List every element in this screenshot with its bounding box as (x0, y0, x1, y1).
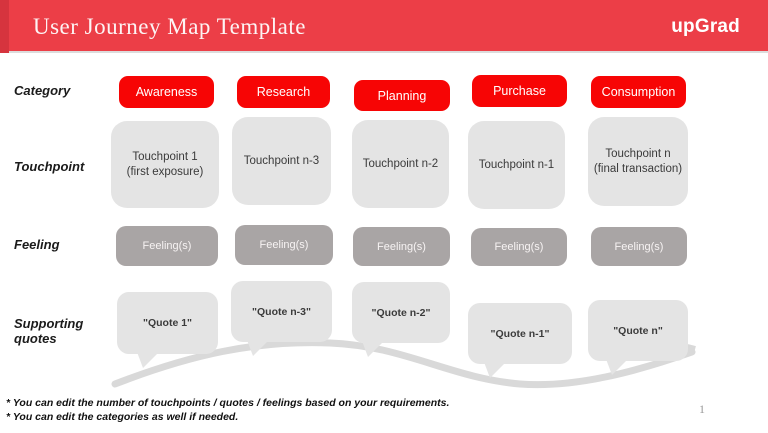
touchpoint-box-5[interactable]: Touchpoint n (final transaction) (588, 117, 688, 206)
touchpoint-text: Touchpoint 1 (132, 150, 198, 163)
feeling-box-3[interactable]: Feeling(s) (353, 227, 450, 266)
touchpoint-box-3[interactable]: Touchpoint n-2 (352, 120, 449, 208)
row-label-touchpoint: Touchpoint (14, 159, 85, 174)
row-label-supporting-quotes: Supporting quotes (14, 316, 84, 346)
speech-tail-icon (606, 359, 628, 375)
touchpoint-box-4[interactable]: Touchpoint n-1 (468, 121, 565, 209)
quote-text: "Quote n-3" (252, 305, 311, 318)
upgrad-logo: upGrad (671, 15, 740, 37)
page-title: User Journey Map Template (33, 13, 306, 39)
speech-tail-icon (137, 352, 159, 368)
footer-note-2: * You can edit the categories as well if… (6, 411, 239, 423)
touchpoint-text: Touchpoint n-3 (243, 154, 320, 167)
category-button-awareness[interactable]: Awareness (119, 76, 214, 108)
quote-bubble-4[interactable]: "Quote n-1" (468, 303, 572, 378)
quote-text: "Quote 1" (142, 317, 193, 329)
touchpoint-box-2[interactable]: Touchpoint n-3 (232, 117, 331, 205)
quote-bubble-2[interactable]: "Quote n-3" (231, 281, 332, 356)
touchpoint-text: Touchpoint n-1 (478, 158, 555, 171)
quote-text: "Quote n-1" (490, 327, 550, 340)
feeling-box-1[interactable]: Feeling(s) (116, 226, 218, 266)
feeling-box-2[interactable]: Feeling(s) (235, 225, 333, 265)
feeling-box-4[interactable]: Feeling(s) (471, 228, 567, 266)
touchpoint-subtext: (first exposure) (126, 165, 204, 178)
touchpoint-text: Touchpoint n-2 (362, 157, 439, 170)
header-accent-strip (0, 0, 9, 53)
category-button-purchase[interactable]: Purchase (472, 75, 567, 107)
quote-bubble-5[interactable]: "Quote n" (588, 300, 688, 375)
row-label-category: Category (14, 83, 71, 98)
header-bar: User Journey Map Template upGrad (0, 0, 768, 53)
category-button-consumption[interactable]: Consumption (591, 76, 686, 108)
footer-note-1: * You can edit the number of touchpoints… (6, 397, 450, 409)
speech-tail-icon (247, 340, 269, 356)
category-button-planning[interactable]: Planning (354, 80, 450, 111)
page-number: 1 (699, 402, 705, 416)
category-button-research[interactable]: Research (237, 76, 330, 108)
touchpoint-subtext: (final transaction) (593, 162, 683, 175)
row-label-feeling: Feeling (14, 237, 60, 252)
touchpoint-text: Touchpoint n (605, 147, 671, 160)
quote-text: "Quote n-2" (371, 306, 431, 319)
touchpoint-box-1[interactable]: Touchpoint 1 (first exposure) (111, 121, 219, 208)
feeling-box-5[interactable]: Feeling(s) (591, 227, 687, 266)
quote-bubble-1[interactable]: "Quote 1" (117, 292, 218, 368)
speech-tail-icon (362, 341, 384, 357)
speech-tail-icon (484, 362, 506, 378)
quote-bubble-3[interactable]: "Quote n-2" (352, 282, 450, 357)
quote-text: "Quote n" (613, 324, 663, 337)
